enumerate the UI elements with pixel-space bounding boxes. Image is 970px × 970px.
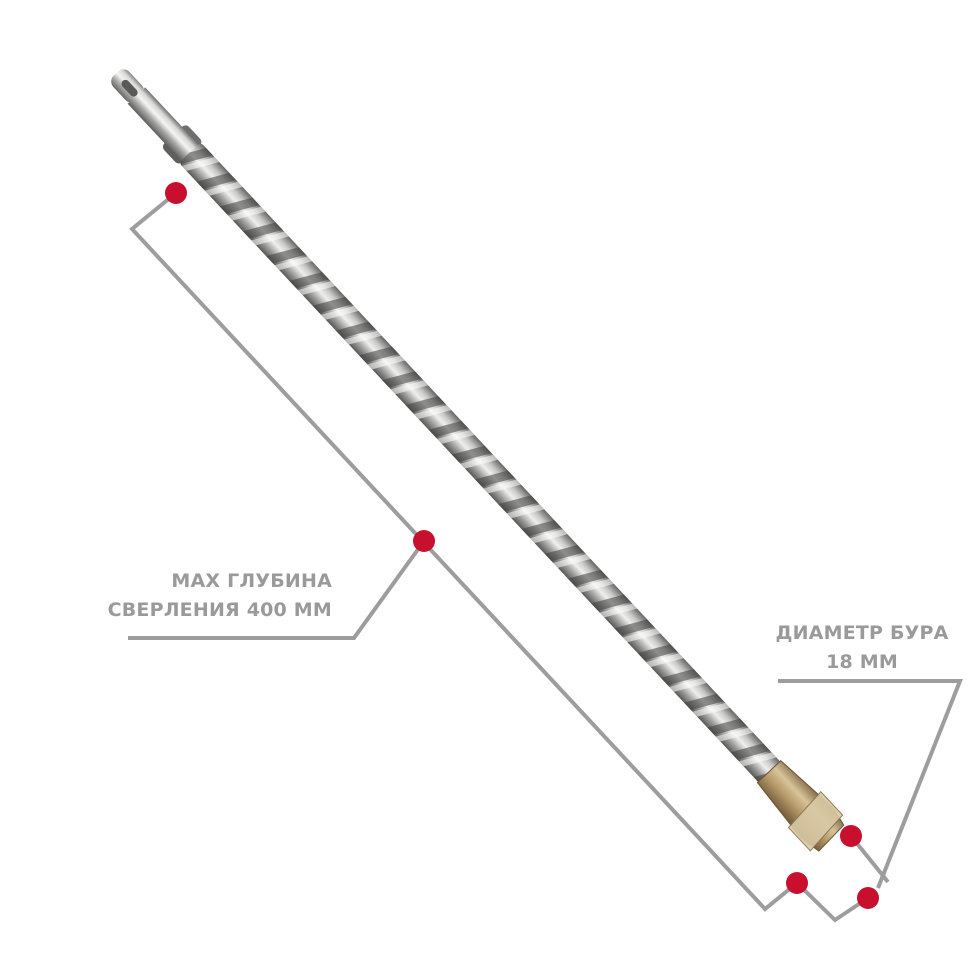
depth-callout-line	[128, 539, 426, 640]
depth-label-line2: СВЕРЛЕНИЯ 400 ММ	[107, 599, 332, 621]
shank-slot	[121, 79, 138, 97]
diameter-label-line1: ДИАМЕТР БУРА	[775, 622, 949, 644]
leader-lines	[128, 191, 963, 923]
depth-callout-label: MAX ГЛУБИНА СВЕРЛЕНИЯ 400 ММ	[100, 567, 332, 625]
shank-collar	[162, 125, 202, 164]
drill-bit	[111, 69, 845, 852]
shank	[127, 87, 185, 147]
flute-spiral	[180, 143, 784, 786]
depth-label-line1: MAX ГЛУБИНА	[171, 570, 332, 592]
carbide-plate	[787, 791, 844, 852]
diameter-callout-line	[778, 679, 963, 889]
diameter-callout-label: ДИАМЕТР БУРА 18 ММ	[770, 619, 954, 677]
marker-dot-bottom-left	[786, 872, 808, 894]
marker-dot-middle	[413, 530, 435, 552]
diameter-width-line	[795, 881, 870, 923]
depth-leader-line	[129, 191, 799, 912]
marker-dot-top	[165, 182, 187, 204]
marker-dot-bottom-right	[857, 887, 879, 909]
markers	[165, 182, 879, 909]
marker-dot-tip-edge	[840, 825, 862, 847]
diameter-label-line2: 18 ММ	[826, 651, 898, 673]
